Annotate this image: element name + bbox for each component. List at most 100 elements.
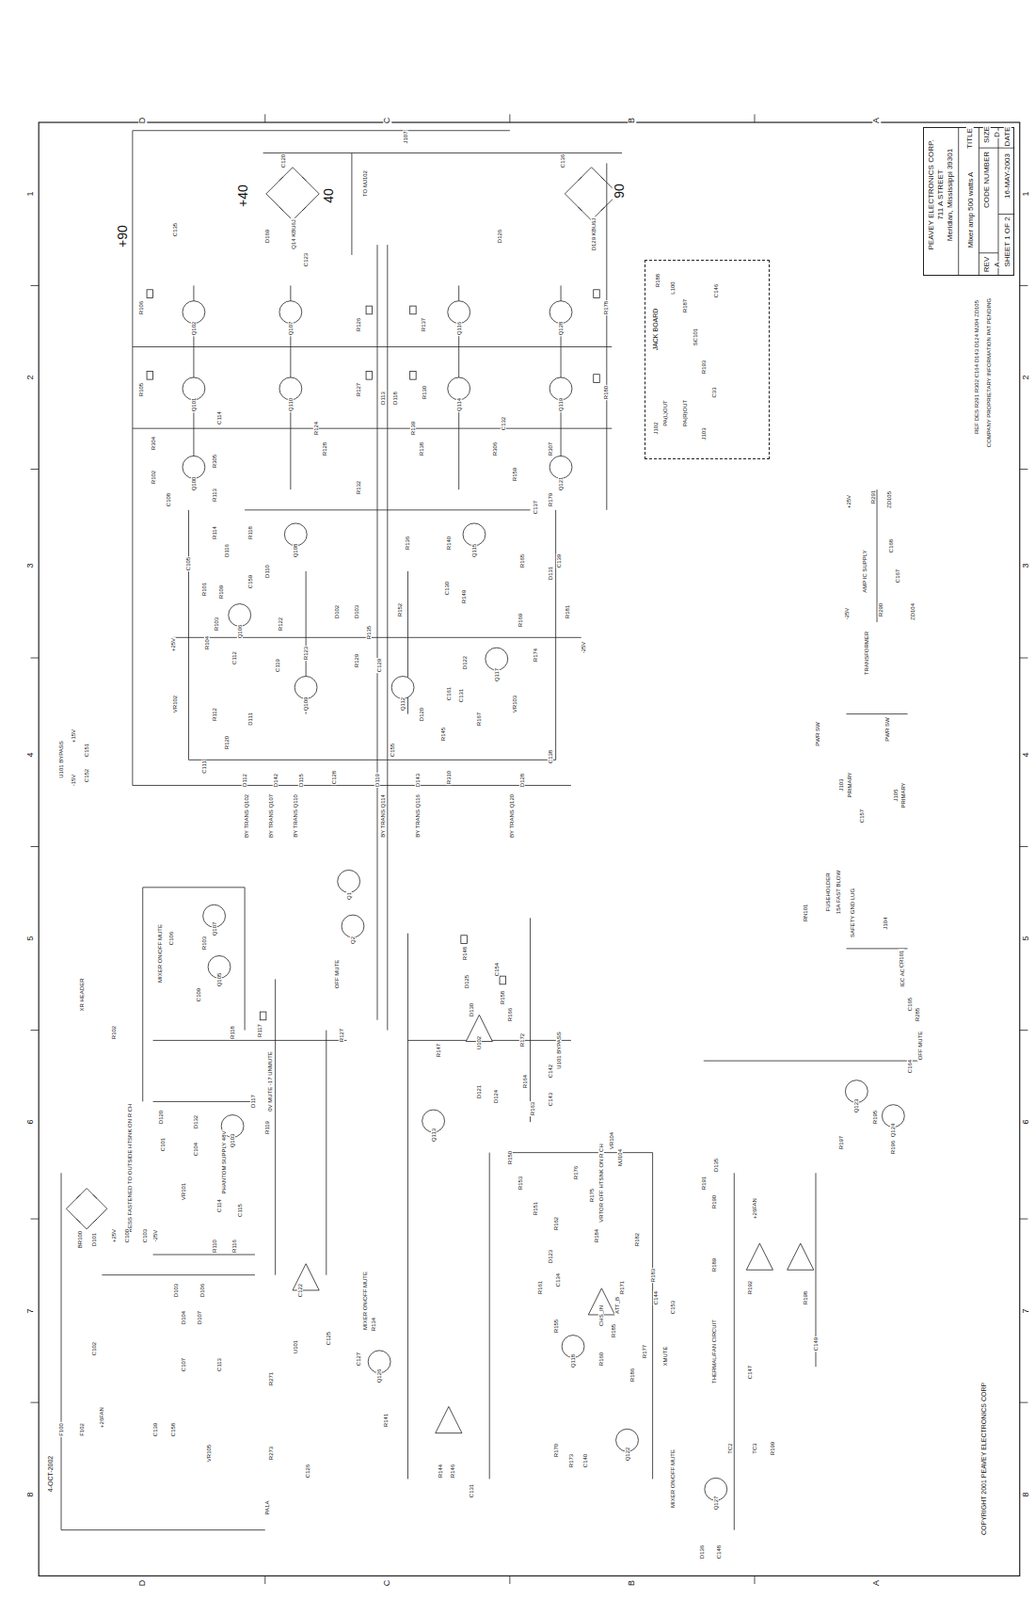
component-label: R110 [210, 1238, 217, 1254]
component-label: Q115 [471, 542, 478, 558]
component-label: R174 [532, 647, 539, 663]
component-label: C157 [859, 808, 865, 824]
component-label: D129 KBU6J [590, 217, 597, 253]
component-label: PA1A [264, 1498, 271, 1515]
component-label: R183 [649, 1267, 655, 1283]
component-label: R138 [417, 441, 424, 457]
frame-tick [1019, 1218, 1029, 1220]
wire [143, 886, 245, 888]
component-label: R304 [149, 435, 156, 451]
component-label: VR102 [172, 694, 178, 714]
component-label: R198 [802, 1289, 809, 1305]
component-label: VR105 [206, 1443, 212, 1463]
zone-marker: 1 [1022, 190, 1032, 197]
component-label: Q110 [287, 397, 294, 413]
component-label: C115 [237, 1202, 243, 1218]
component-label: C152 [83, 766, 90, 782]
zone-marker: 7 [26, 1306, 35, 1314]
component-label: Q122 [623, 1446, 630, 1463]
component-label: D119 [374, 772, 381, 788]
component-label: C120 [280, 153, 287, 169]
component-label: Q2 [350, 935, 356, 945]
wire [188, 759, 556, 761]
zone-marker: D [138, 1578, 147, 1588]
wire [555, 509, 557, 761]
component-label: J103 [838, 778, 844, 793]
component-label: R109 [218, 583, 224, 599]
title-rule [978, 147, 1015, 149]
component-label: R127 [338, 1027, 345, 1043]
component-label: +90 [115, 224, 130, 250]
frame-tick [1019, 468, 1029, 470]
component-label: R310 [445, 769, 452, 785]
frame-tick [509, 1575, 510, 1584]
component-label: R124 [313, 420, 319, 436]
component-label: Q101 [191, 397, 197, 414]
frame-tick [31, 657, 40, 659]
wire [132, 784, 572, 786]
component-label: R199 [769, 1440, 776, 1456]
component-label: Q123 [853, 1097, 860, 1114]
zone-marker: D [138, 116, 147, 126]
wire [101, 1273, 255, 1275]
component-label: Q127 [713, 1495, 719, 1512]
component-label: D131 [547, 565, 554, 581]
component-label: Q108 [292, 542, 299, 559]
resistor-symbol [146, 289, 154, 299]
component-label: R148 [461, 945, 468, 961]
component-label: COMPANY PROPRIETARY INFORMATION PAT PEND… [986, 296, 992, 447]
component-label: Q103 [229, 1131, 236, 1148]
transistor-symbol [341, 914, 365, 938]
component-label: +26FAN [751, 1196, 758, 1220]
component-label: 0V MUTE -17 UNMUTE [267, 1050, 273, 1113]
component-label: R103 [213, 616, 220, 632]
component-label: C114 [216, 410, 223, 426]
component-label: D111 [246, 711, 253, 726]
component-label: R123 [302, 644, 309, 660]
opamp-symbol [435, 1405, 462, 1433]
zone-marker: 5 [26, 935, 35, 942]
component-label: R144 [437, 1463, 444, 1479]
wire [386, 244, 388, 1030]
component-label: R147 [435, 1042, 442, 1058]
component-label: RN101 [802, 903, 809, 924]
component-label: C122 [296, 1282, 303, 1298]
component-label: R130 [421, 384, 428, 400]
component-label: D107 [196, 1309, 203, 1325]
zone-marker: 4 [26, 750, 35, 758]
component-label: ATT_B [614, 1295, 621, 1315]
component-label: TRANSFORMER [863, 629, 870, 675]
component-label: R176 [573, 1164, 579, 1180]
frame-tick [264, 113, 266, 123]
component-label: R113 [210, 487, 217, 503]
zone-marker: 4 [1022, 750, 1032, 758]
resistor-symbol [259, 1011, 267, 1020]
component-label: R163 [529, 1100, 536, 1116]
resistor-symbol [410, 305, 417, 315]
bridge-rectifier [65, 1188, 107, 1229]
component-label: C167 [894, 568, 901, 584]
component-label: R169 [517, 612, 524, 628]
wire [188, 509, 190, 761]
component-label: PWR SW [814, 721, 821, 748]
component-label: Q107 [210, 921, 217, 938]
component-label: J107 [402, 130, 409, 145]
component-label: C33 [710, 386, 717, 399]
zone-marker: C [382, 1578, 392, 1588]
title-text: SIZE [983, 125, 991, 144]
component-label: R161 [537, 1279, 543, 1295]
component-label: SC101 [692, 326, 699, 346]
component-label: R164 [522, 1073, 528, 1089]
component-label: Q105 [216, 971, 223, 988]
component-label: C128 [331, 769, 337, 785]
component-label: BY TRANS Q120 [509, 793, 515, 839]
component-label: Q112 [399, 696, 406, 712]
wire [61, 1172, 63, 1529]
component-label: Q107 [287, 320, 294, 337]
frame-tick [1019, 657, 1029, 659]
title-text: REV [983, 254, 991, 272]
component-label: R106 [137, 300, 144, 316]
component-label: R167 [476, 711, 482, 727]
